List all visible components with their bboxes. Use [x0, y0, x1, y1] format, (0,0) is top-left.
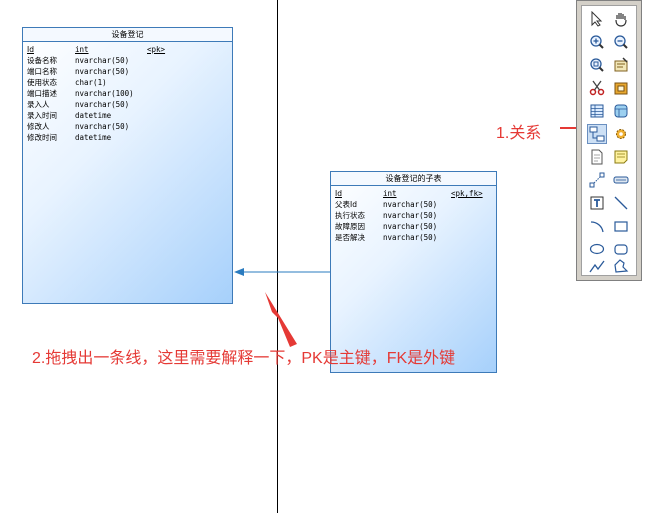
- ellipse-icon[interactable]: [587, 239, 607, 259]
- annotation-step1: 1.关系: [496, 125, 542, 142]
- column-type: nvarchar(50): [75, 67, 130, 76]
- column-name: 修改时间: [27, 133, 57, 142]
- view-icon[interactable]: [611, 101, 631, 121]
- column-type: nvarchar(50): [75, 122, 130, 131]
- tool-palette-grid: [581, 5, 637, 276]
- entity-column-row: Id int <pk>: [27, 44, 232, 55]
- polyline-icon[interactable]: [587, 256, 607, 276]
- column-type: nvarchar(50): [383, 222, 438, 231]
- column-name: 父表Id: [335, 200, 357, 209]
- column-type: nvarchar(100): [75, 89, 134, 98]
- relationship-line[interactable]: [234, 268, 330, 276]
- column-name: 故障原因: [335, 222, 365, 231]
- polygon-icon[interactable]: [611, 256, 631, 276]
- column-type: nvarchar(50): [75, 56, 130, 65]
- entity-column-row: 录入人 nvarchar(50): [27, 99, 232, 110]
- column-type: int: [75, 45, 89, 54]
- column-type: nvarchar(50): [383, 211, 438, 220]
- column-name: 修改人: [27, 122, 50, 131]
- text-icon[interactable]: [587, 193, 607, 213]
- entity-column-row: 父表Id nvarchar(50): [335, 199, 496, 210]
- column-name: 录入时间: [27, 111, 57, 120]
- entity-column-row: 端口名称 nvarchar(50): [27, 66, 232, 77]
- zoom-fit-icon[interactable]: [587, 55, 607, 75]
- entity-column-row: 是否解决 nvarchar(50): [335, 232, 496, 243]
- column-name: 设备名称: [27, 56, 57, 65]
- table-icon[interactable]: [587, 101, 607, 121]
- entity-column-row: 设备名称 nvarchar(50): [27, 55, 232, 66]
- text-box-icon[interactable]: [611, 170, 631, 190]
- column-name: 端口描述: [27, 89, 57, 98]
- entity-title: 设备登记的子表: [331, 172, 496, 186]
- column-type: nvarchar(50): [383, 233, 438, 242]
- column-type: datetime: [75, 111, 112, 120]
- entity-column-list: Id int <pk> 设备名称 nvarchar(50) 端口名称 nvarchar(50…: [23, 42, 232, 143]
- entity-column-row: 修改人 nvarchar(50): [27, 121, 232, 132]
- entity-column-row: 故障原因 nvarchar(50): [335, 221, 496, 232]
- annotation-arrow-drag: [265, 292, 297, 347]
- zoom-in-icon[interactable]: [587, 32, 607, 52]
- procedure-icon[interactable]: [611, 124, 631, 144]
- rectangle-icon[interactable]: [611, 216, 631, 236]
- entity-column-row: 使用状态 char(1): [27, 77, 232, 88]
- entity-column-row: 端口描述 nvarchar(100): [27, 88, 232, 99]
- column-key: <pk,fk>: [451, 189, 483, 198]
- column-name: 执行状态: [335, 211, 365, 220]
- column-name: Id: [335, 189, 342, 198]
- pointer-icon[interactable]: [587, 9, 607, 29]
- canvas-vertical-guide-line: [277, 0, 278, 513]
- entity-title: 设备登记: [23, 28, 232, 42]
- entity-device-registration[interactable]: 设备登记 Id int <pk> 设备名称 nvarchar(50) 端口名称 nvarch…: [22, 27, 233, 304]
- annotation-step2: 2.拖拽出一条线，这里需要解释一下，PK是主键，FK是外键: [32, 350, 456, 367]
- zoom-out-icon[interactable]: [611, 32, 631, 52]
- column-name: 录入人: [27, 100, 50, 109]
- rounded-rect-icon[interactable]: [611, 239, 631, 259]
- column-name: 使用状态: [27, 78, 57, 87]
- column-type: int: [383, 189, 397, 198]
- column-name: 端口名称: [27, 67, 57, 76]
- column-name: 是否解决: [335, 233, 365, 242]
- column-type: nvarchar(50): [383, 200, 438, 209]
- line-icon[interactable]: [611, 193, 631, 213]
- tool-palette: [576, 0, 642, 281]
- properties-icon[interactable]: [611, 55, 631, 75]
- entity-column-row: 录入时间 datetime: [27, 110, 232, 121]
- cut-icon[interactable]: [587, 78, 607, 98]
- entity-column-row: 修改时间 datetime: [27, 132, 232, 143]
- column-name: Id: [27, 45, 34, 54]
- column-type: datetime: [75, 133, 112, 142]
- package-icon[interactable]: [611, 78, 631, 98]
- arc-icon[interactable]: [587, 216, 607, 236]
- file-icon[interactable]: [587, 147, 607, 167]
- hand-icon[interactable]: [611, 9, 631, 29]
- column-type: nvarchar(50): [75, 100, 130, 109]
- entity-column-row: 执行状态 nvarchar(50): [335, 210, 496, 221]
- note-icon[interactable]: [611, 147, 631, 167]
- entity-column-row: Id int <pk,fk>: [335, 188, 496, 199]
- column-type: char(1): [75, 78, 107, 87]
- entity-column-list: Id int <pk,fk> 父表Id nvarchar(50) 执行状态 nvarchar…: [331, 186, 496, 243]
- column-key: <pk>: [147, 45, 166, 54]
- link-icon[interactable]: [587, 170, 607, 190]
- reference-icon[interactable]: [587, 124, 607, 144]
